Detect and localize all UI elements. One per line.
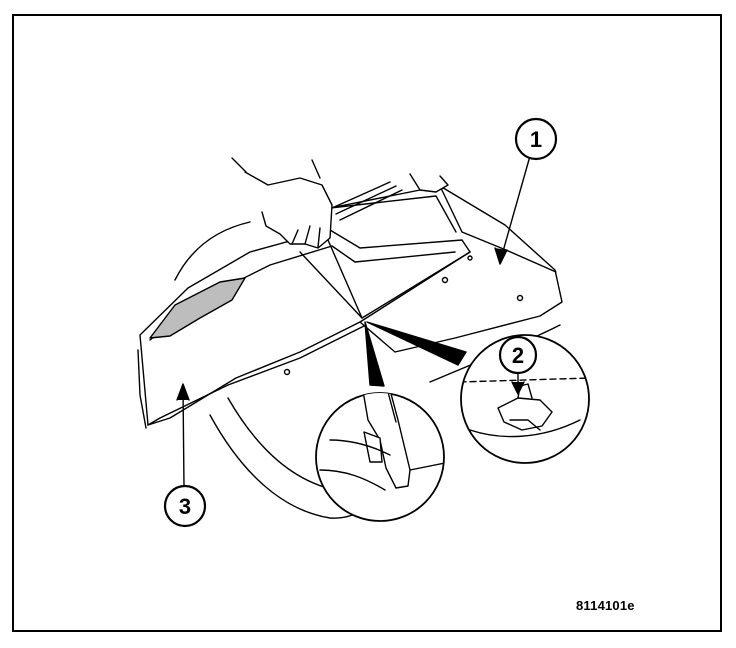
front-panel [139, 229, 471, 426]
callout-circle-2 [498, 335, 538, 375]
left-hand-fingers [291, 225, 321, 248]
detail-pointer-right [366, 321, 467, 366]
rear-panel-edge [439, 185, 557, 273]
diagram-frame [12, 14, 722, 632]
detail-pointer-left [364, 321, 385, 387]
leader-arrow-3 [182, 387, 185, 488]
callout-label-1: 1 [530, 127, 542, 152]
front-panel-lower-edge [147, 325, 365, 426]
callout-circle-1 [514, 117, 558, 161]
right-hand [409, 173, 449, 193]
callout-label-3: 3 [179, 494, 191, 519]
rear-panel [329, 185, 563, 353]
callout-circle-3 [163, 484, 207, 528]
seat-side-curve [174, 221, 251, 281]
held-panel-strips [331, 181, 403, 221]
callout-label-2: 2 [512, 343, 524, 368]
left-arm [231, 157, 321, 179]
panel-end-trim [149, 277, 246, 339]
front-panel-inner [149, 245, 456, 341]
left-hand [244, 171, 333, 249]
rear-panel-top-lip [329, 195, 457, 233]
seat-outline-inner [227, 397, 336, 491]
leader-arrow-1 [499, 155, 531, 263]
front-panel-edge-strip [137, 349, 147, 429]
figure-id: 8114101e [576, 598, 635, 613]
